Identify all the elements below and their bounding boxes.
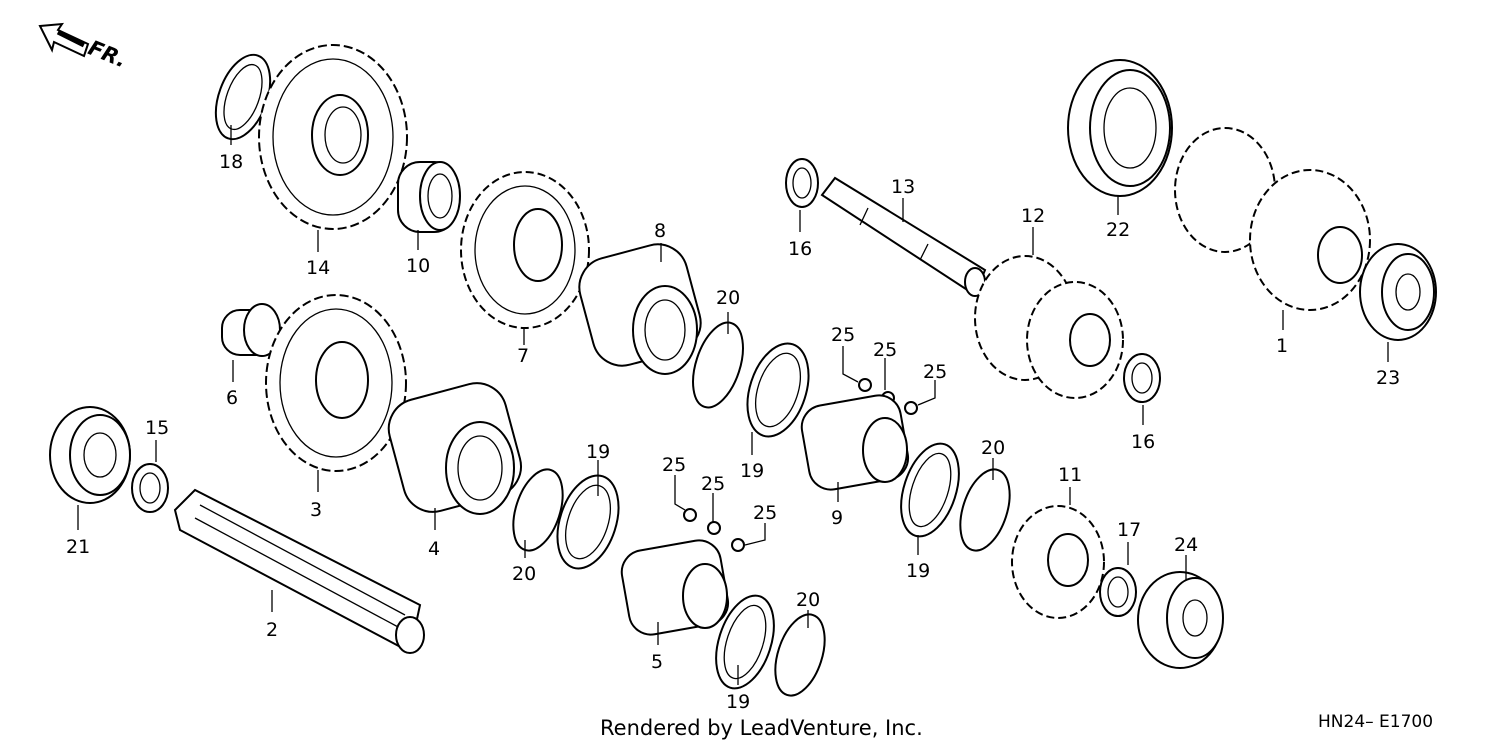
callout-6: 6	[226, 387, 238, 409]
callout-25-a: 25	[831, 324, 855, 346]
callout-25-f: 25	[753, 502, 777, 524]
callout-8: 8	[654, 220, 666, 242]
callout-20-c: 20	[796, 589, 820, 611]
callout-15: 15	[145, 417, 169, 439]
front-direction-arrow-icon	[38, 22, 90, 58]
part-12-gear	[974, 255, 1124, 399]
part-20-circlip-c	[774, 613, 826, 697]
callout-19-d: 19	[906, 560, 930, 582]
callout-2: 2	[266, 619, 278, 641]
callout-22: 22	[1106, 219, 1130, 241]
part-16-washer-a	[785, 158, 819, 208]
part-16-washer-b	[1123, 353, 1161, 403]
callout-20-a: 20	[716, 287, 740, 309]
part-15-washer	[131, 463, 169, 513]
part-5-needle-bearing	[620, 539, 730, 636]
callout-1: 1	[1276, 335, 1288, 357]
callout-11: 11	[1058, 464, 1082, 486]
callout-3: 3	[310, 499, 322, 521]
callout-12: 12	[1021, 205, 1045, 227]
part-9-needle-bearing	[800, 394, 910, 491]
callout-25-b: 25	[873, 339, 897, 361]
part-17-washer	[1099, 567, 1137, 617]
part-4-shift-gear	[387, 382, 522, 515]
render-credit: Rendered by LeadVenture, Inc.	[600, 716, 923, 740]
callout-20-d: 20	[981, 437, 1005, 459]
leader-lines	[77, 125, 1389, 685]
callout-25-d: 25	[662, 454, 686, 476]
part-10-bushing	[397, 161, 461, 233]
part-3-gear	[265, 294, 407, 472]
callout-5: 5	[651, 651, 663, 673]
part-20-circlip-d	[959, 468, 1011, 552]
callout-25-c: 25	[923, 361, 947, 383]
callout-9: 9	[831, 507, 843, 529]
part-6-bushing	[221, 303, 281, 357]
callout-21: 21	[66, 536, 90, 558]
part-8-shift-gear	[578, 243, 702, 375]
callout-19-c: 19	[726, 691, 750, 713]
part-24-bearing	[1137, 571, 1224, 669]
part-11-gear	[1011, 505, 1105, 619]
callout-16-upper: 16	[788, 238, 812, 260]
part-2-mainshaft	[173, 488, 425, 654]
part-1-countershaft-gear	[1174, 127, 1371, 311]
callout-4: 4	[428, 538, 440, 560]
callout-labels: 1 2 3 4 5 6 7 8 9 10 11 12 13 14 15 16 1…	[66, 151, 1400, 713]
part-21-bearing	[49, 406, 131, 504]
part-7-gear	[460, 171, 590, 329]
callout-16-lower: 16	[1131, 431, 1155, 453]
callout-18: 18	[219, 151, 243, 173]
callout-20-b: 20	[512, 563, 536, 585]
callout-13: 13	[891, 176, 915, 198]
callout-25-e: 25	[701, 473, 725, 495]
part-19-washer-d	[900, 442, 960, 538]
part-23-bearing	[1359, 243, 1437, 341]
part-19-washer-c	[715, 594, 775, 690]
callout-19-a: 19	[586, 441, 610, 463]
part-20-circlip-b	[692, 321, 744, 409]
part-19-washer-b	[746, 342, 810, 438]
callout-14: 14	[306, 257, 330, 279]
callout-10: 10	[406, 255, 430, 277]
callout-7: 7	[517, 345, 529, 367]
callout-19-b: 19	[740, 460, 764, 482]
callout-23: 23	[1376, 367, 1400, 389]
diagram-code: HN24– E1700	[1318, 712, 1434, 732]
part-19-washer-a	[556, 474, 620, 570]
callout-17: 17	[1117, 519, 1141, 541]
callout-24: 24	[1174, 534, 1198, 556]
part-14-gear	[258, 44, 408, 230]
part-22-bearing	[1067, 59, 1173, 197]
